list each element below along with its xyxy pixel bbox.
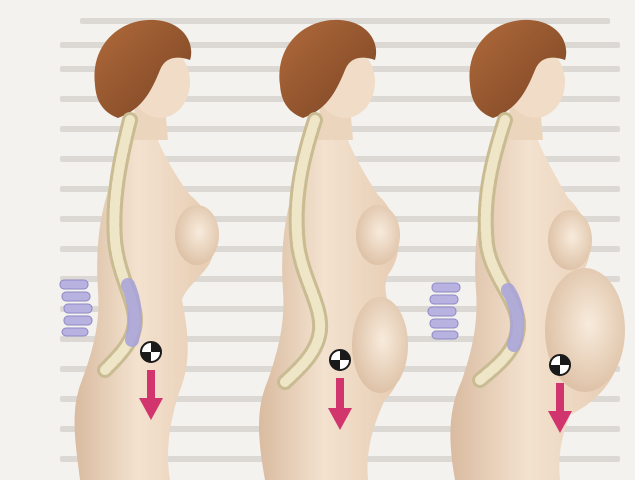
vertebra-detail-icon [60,280,92,336]
center-of-gravity-icon [330,350,350,370]
center-of-gravity-icon [550,355,570,375]
vertebra-detail-icon [428,283,460,339]
belly [352,297,408,393]
breast [175,205,219,265]
breast [548,210,592,270]
center-of-gravity-icon [141,342,161,362]
breast [356,205,400,265]
